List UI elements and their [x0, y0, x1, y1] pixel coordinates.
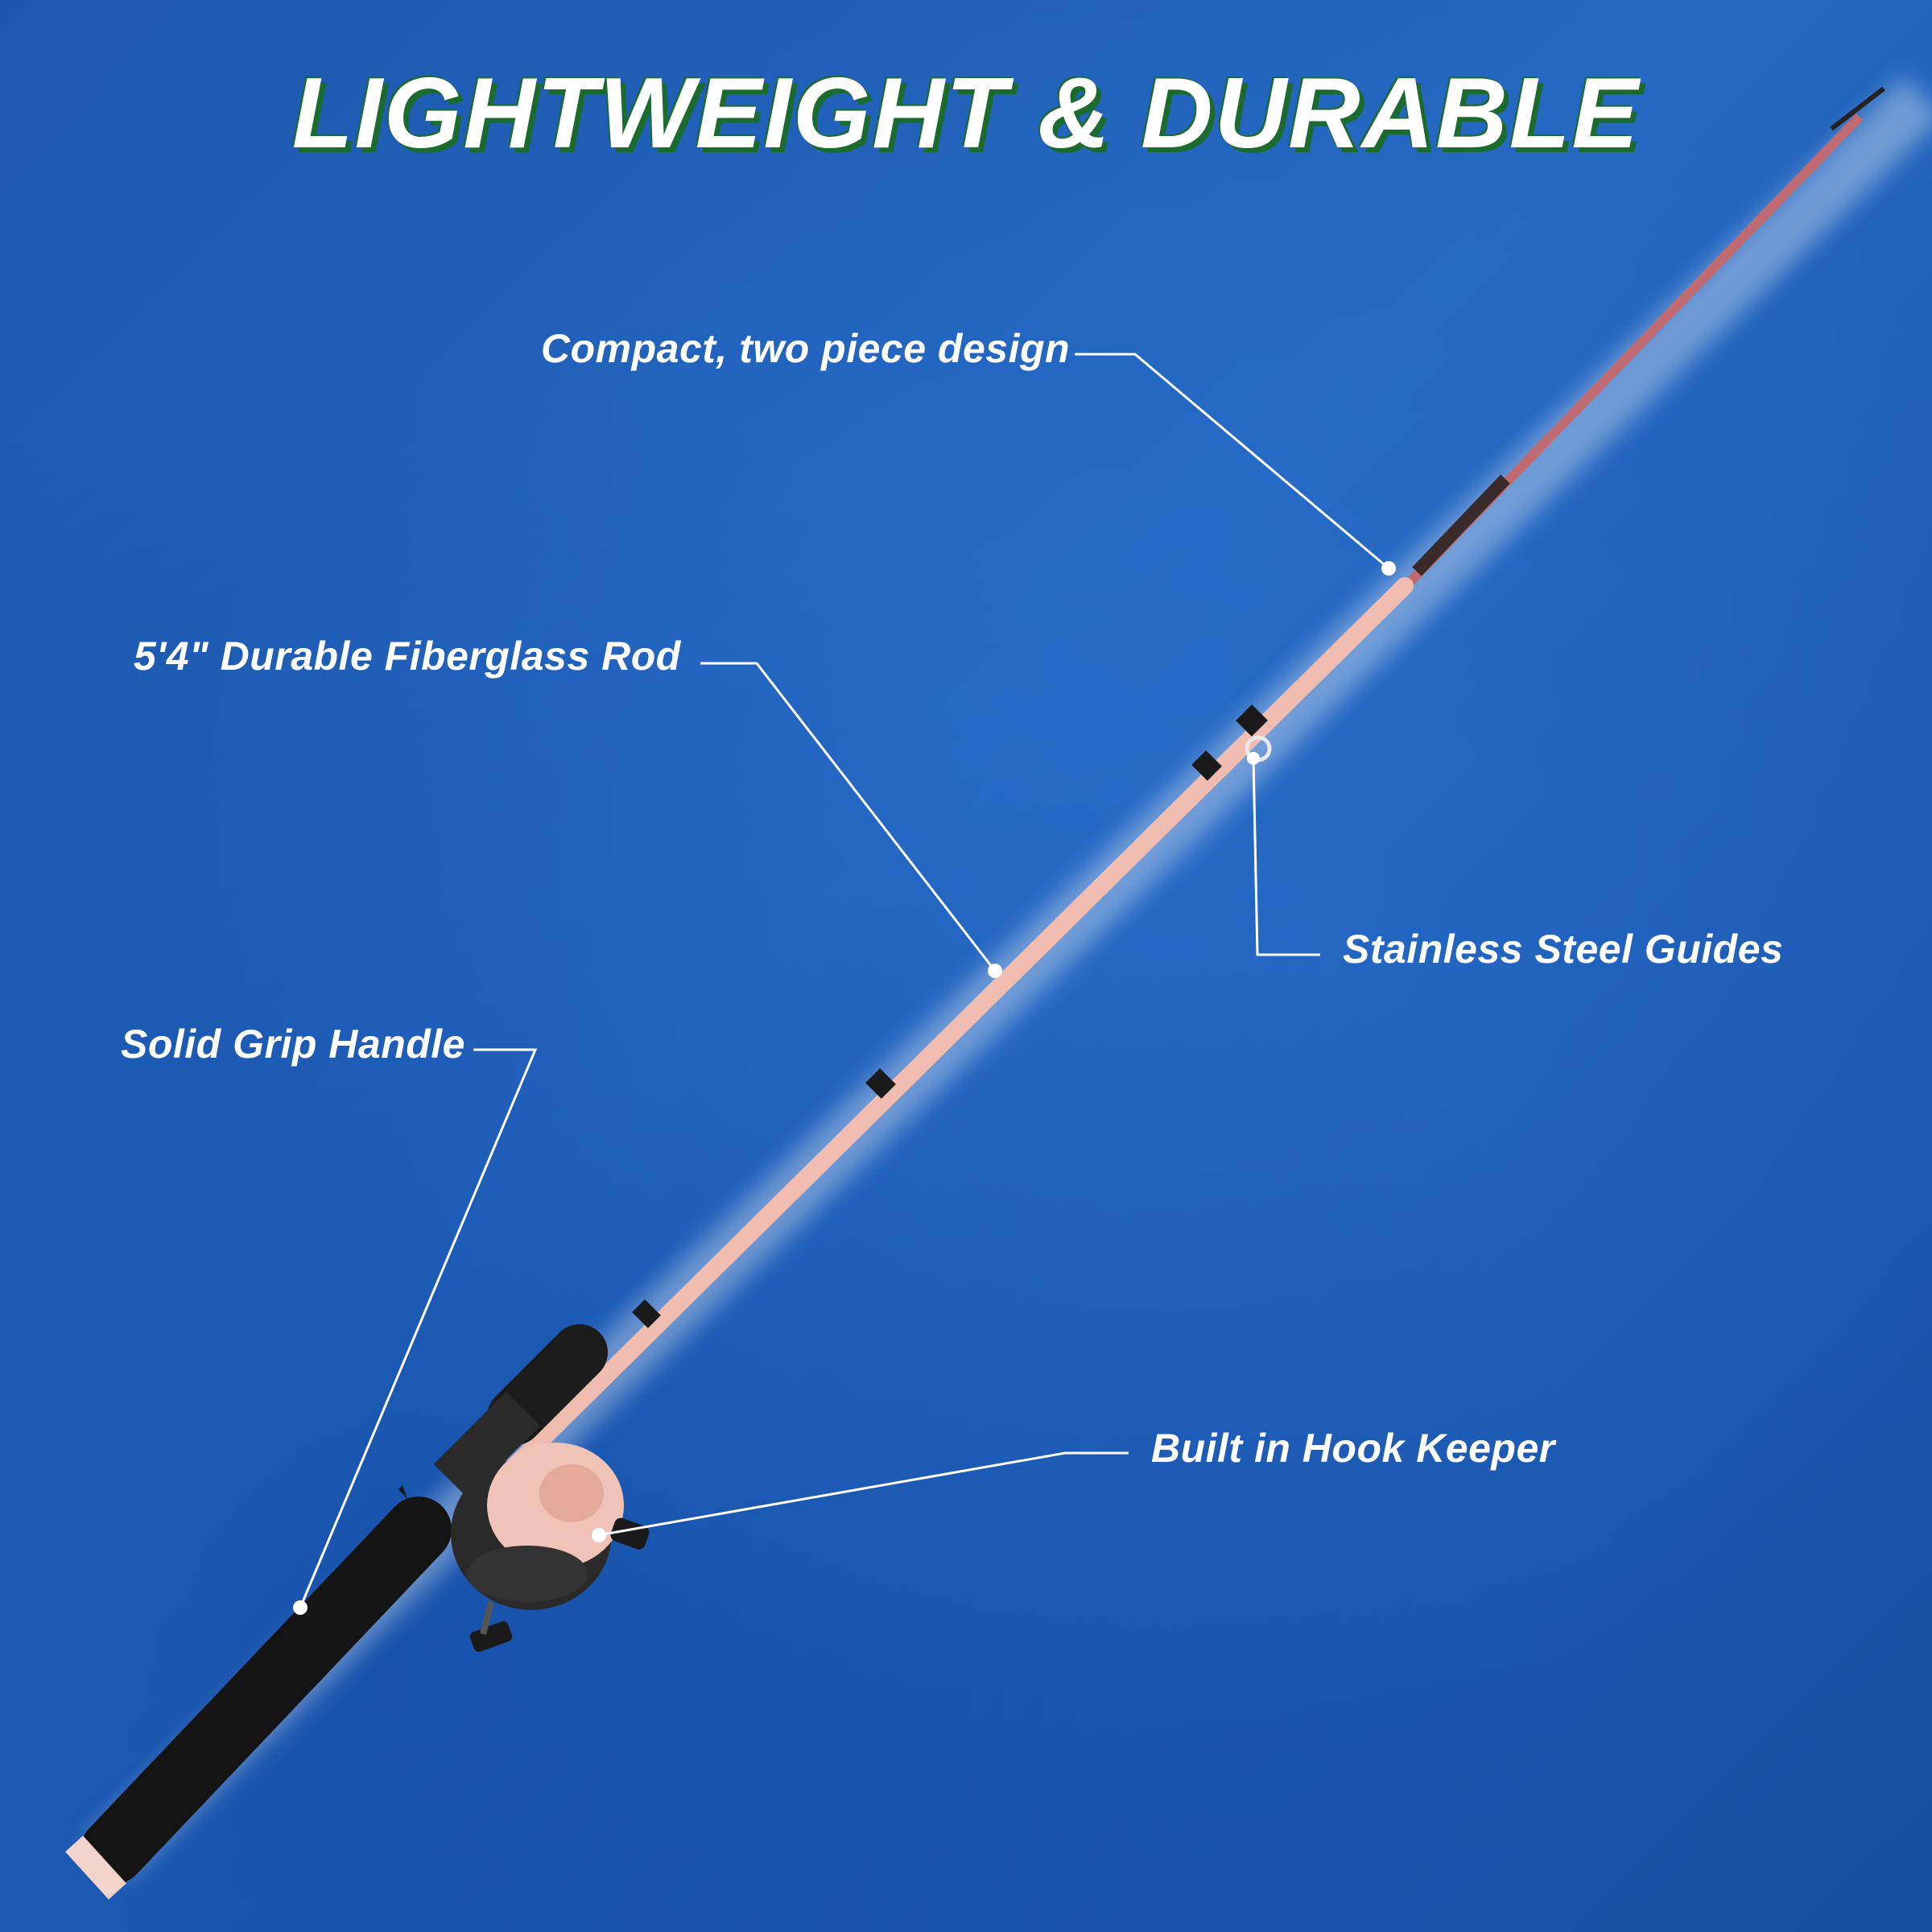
callout-dot [293, 1600, 308, 1615]
leader-line-compact [1075, 353, 1389, 570]
tip-guide [1830, 86, 1885, 131]
spincast-reel [451, 1443, 650, 1653]
callout-dot [1381, 561, 1396, 576]
guide-wrap [632, 1299, 661, 1328]
reel-seat [433, 1391, 541, 1499]
page-title: LIGHTWEIGHT & DURABLE [291, 58, 1641, 169]
butt-cap [65, 1835, 126, 1900]
callout-fiberglass-rod: 5'4" Durable Fiberglass Rod [134, 634, 681, 679]
leader-line-hook-keeper [598, 1451, 1129, 1537]
leader-line-rod [700, 662, 997, 972]
callout-hook-keeper: Built in Hook Keeper [1151, 1426, 1555, 1471]
callout-dot [988, 964, 1002, 978]
rod-ferrule [1412, 474, 1510, 576]
guide-wrap [865, 1068, 896, 1099]
callout-compact-design: Compact, two piece design [541, 326, 1071, 371]
callout-stainless-guides: Stainless Steel Guides [1343, 927, 1784, 972]
callout-solid-grip-handle: Solid Grip Handle [121, 1022, 465, 1067]
guide-wrap [1191, 750, 1222, 781]
callout-dot [1247, 752, 1260, 765]
leader-line-handle [299, 1048, 538, 1608]
fore-grip [487, 1324, 608, 1445]
rod-blank [474, 577, 1414, 1506]
callout-dot [592, 1528, 606, 1542]
leader-line-guides [1252, 758, 1320, 956]
guide-wrap [1236, 704, 1268, 737]
handle-grip [80, 1496, 452, 1885]
